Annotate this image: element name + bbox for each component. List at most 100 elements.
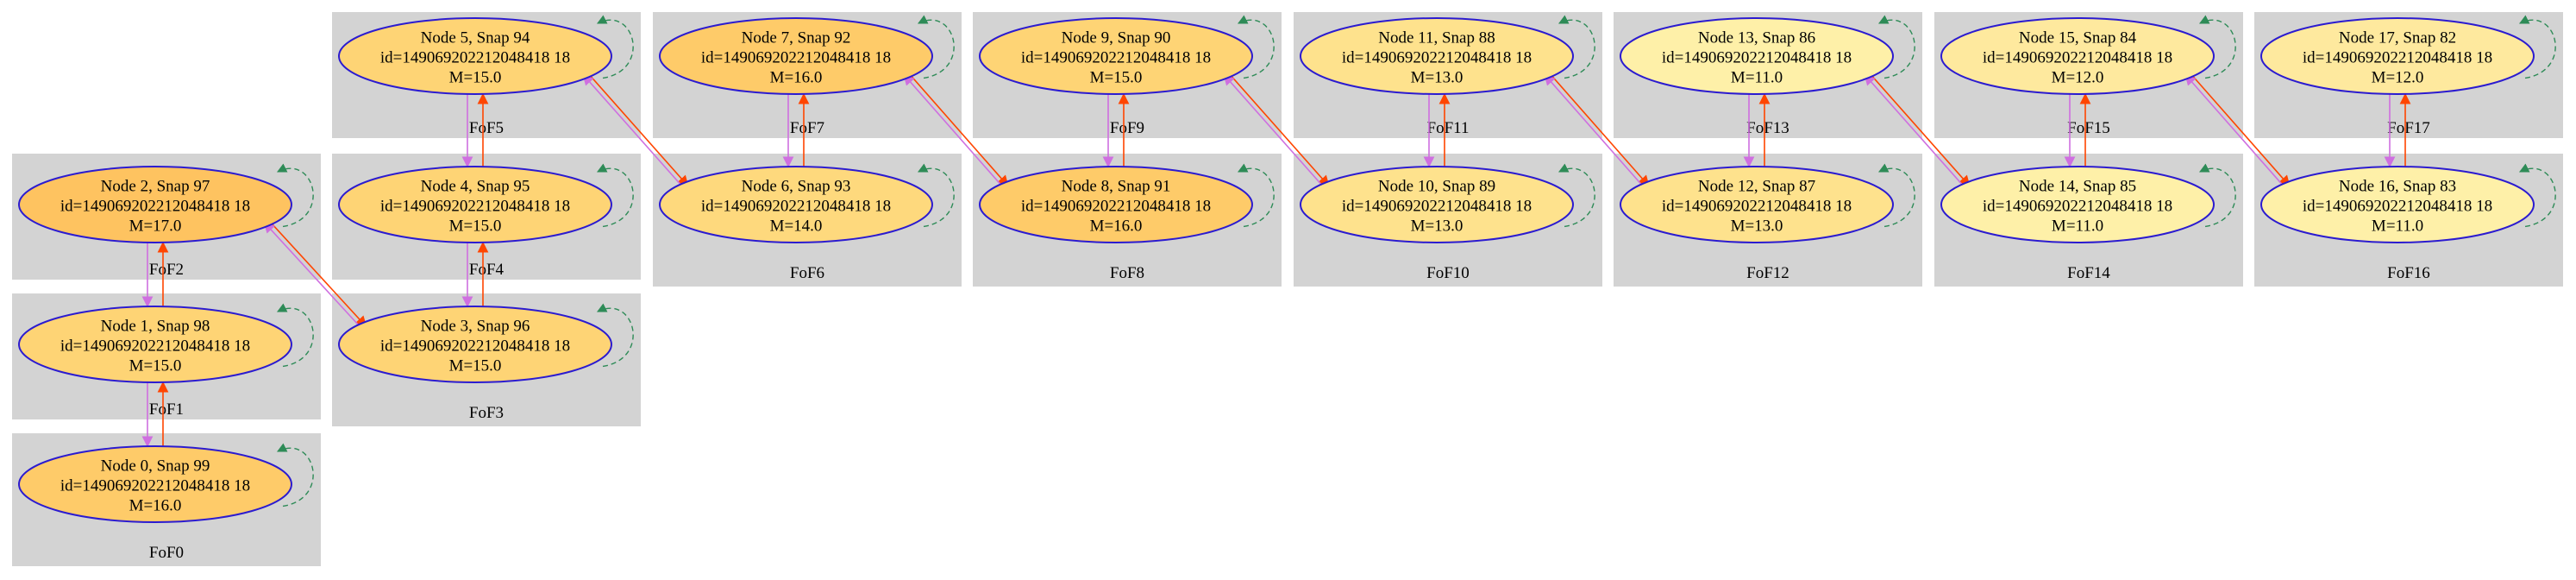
edge-progenitor-11-12 [1544,67,1650,187]
node-16-idline: id=149069202212048418 18 [2303,197,2492,215]
node-16-mass: M=11.0 [2372,217,2423,235]
node-ellipse-8 [979,166,1253,243]
node-ellipse-6 [659,166,933,243]
node-5-mass: M=15.0 [449,68,502,86]
cluster-label-fof5: FoF5 [469,119,504,137]
cluster-label-fof13: FoF13 [1746,119,1789,137]
node-11-mass: M=13.0 [1411,68,1463,86]
edge-descendant-6-5 [582,73,689,193]
cluster-label-fof9: FoF9 [1110,119,1144,137]
node-4: Node 4, Snap 95 id=149069202212048418 18 M… [338,163,634,243]
node-13-title: Node 13, Snap 86 [1698,28,1815,47]
self-loop-15 [2198,15,2236,79]
node-5-idline: id=149069202212048418 18 [380,48,570,66]
node-0-idline: id=149069202212048418 18 [60,476,250,495]
cluster-label-fof8: FoF8 [1110,264,1144,282]
node-ellipse-4 [338,166,612,243]
node-8-mass: M=16.0 [1090,217,1143,235]
node-6: Node 6, Snap 93 id=149069202212048418 18 M… [659,163,955,243]
node-ellipse-1 [18,306,292,383]
node-13-mass: M=11.0 [1731,68,1783,86]
node-1-title: Node 1, Snap 98 [101,317,210,335]
cluster-label-fof1: FoF1 [149,400,184,419]
node-ellipse-13 [1620,17,1894,95]
node-6-idline: id=149069202212048418 18 [701,197,891,215]
self-loop-2 [276,163,314,228]
node-10-title: Node 10, Snap 89 [1378,177,1495,195]
node-9-title: Node 9, Snap 90 [1062,28,1171,47]
node-8-idline: id=149069202212048418 18 [1021,197,1211,215]
node-9-mass: M=15.0 [1090,68,1143,86]
node-6-title: Node 6, Snap 93 [742,177,851,195]
node-9-idline: id=149069202212048418 18 [1021,48,1211,66]
node-4-idline: id=149069202212048418 18 [380,197,570,215]
edge-progenitor-15-16 [2184,67,2291,187]
node-ellipse-17 [2260,17,2535,95]
node-1-idline: id=149069202212048418 18 [60,337,250,355]
edge-descendant-16-15 [2184,73,2291,193]
node-8-title: Node 8, Snap 91 [1062,177,1171,195]
node-0-mass: M=16.0 [129,496,182,514]
node-ellipse-7 [659,17,933,95]
self-loop-12 [1877,163,1915,228]
node-3-mass: M=15.0 [449,356,502,375]
node-7-mass: M=16.0 [770,68,823,86]
edge-progenitor-7-8 [903,67,1009,187]
self-loop-16 [2518,163,2556,228]
edge-progenitor-5-6 [582,67,689,187]
cluster-label-fof2: FoF2 [149,261,184,279]
node-ellipse-2 [18,166,292,243]
node-12-mass: M=13.0 [1731,217,1783,235]
node-2-mass: M=17.0 [129,217,182,235]
self-loop-8 [1237,163,1275,228]
node-11-title: Node 11, Snap 88 [1378,28,1495,47]
cluster-label-fof10: FoF10 [1426,264,1470,282]
node-5-title: Node 5, Snap 94 [421,28,530,47]
self-loop-13 [1877,15,1915,79]
cluster-label-fof12: FoF12 [1746,264,1789,282]
node-0-title: Node 0, Snap 99 [101,457,210,475]
edges-layer [141,67,2411,448]
self-loop-0 [276,443,314,508]
cluster-label-fof11: FoF11 [1427,119,1470,137]
self-loop-10 [1558,163,1595,228]
cluster-label-fof0: FoF0 [149,544,184,562]
edge-descendant-10-9 [1223,73,1330,193]
node-2-idline: id=149069202212048418 18 [60,197,250,215]
cluster-label-fof16: FoF16 [2387,264,2430,282]
node-6-mass: M=14.0 [770,217,823,235]
self-loop-17 [2518,15,2556,79]
self-loop-3 [596,303,634,368]
node-17-mass: M=12.0 [2372,68,2424,86]
self-loop-1 [276,303,314,368]
self-loop-6 [917,163,955,228]
node-10-mass: M=13.0 [1411,217,1463,235]
node-ellipse-9 [979,17,1253,95]
node-4-title: Node 4, Snap 95 [421,177,530,195]
self-loop-7 [917,15,955,79]
node-17-title: Node 17, Snap 82 [2339,28,2456,47]
node-13-idline: id=149069202212048418 18 [1662,48,1852,66]
edge-descendant-14-13 [1864,73,1971,193]
cluster-label-fof17: FoF17 [2387,119,2430,137]
edge-progenitor-13-14 [1864,67,1971,187]
node-12-idline: id=149069202212048418 18 [1662,197,1852,215]
node-4-mass: M=15.0 [449,217,502,235]
cluster-label-fof15: FoF15 [2067,119,2110,137]
node-ellipse-3 [338,306,612,383]
node-14-mass: M=11.0 [2052,217,2103,235]
edge-descendant-12-11 [1544,73,1650,193]
node-7-idline: id=149069202212048418 18 [701,48,891,66]
node-ellipse-16 [2260,166,2535,243]
